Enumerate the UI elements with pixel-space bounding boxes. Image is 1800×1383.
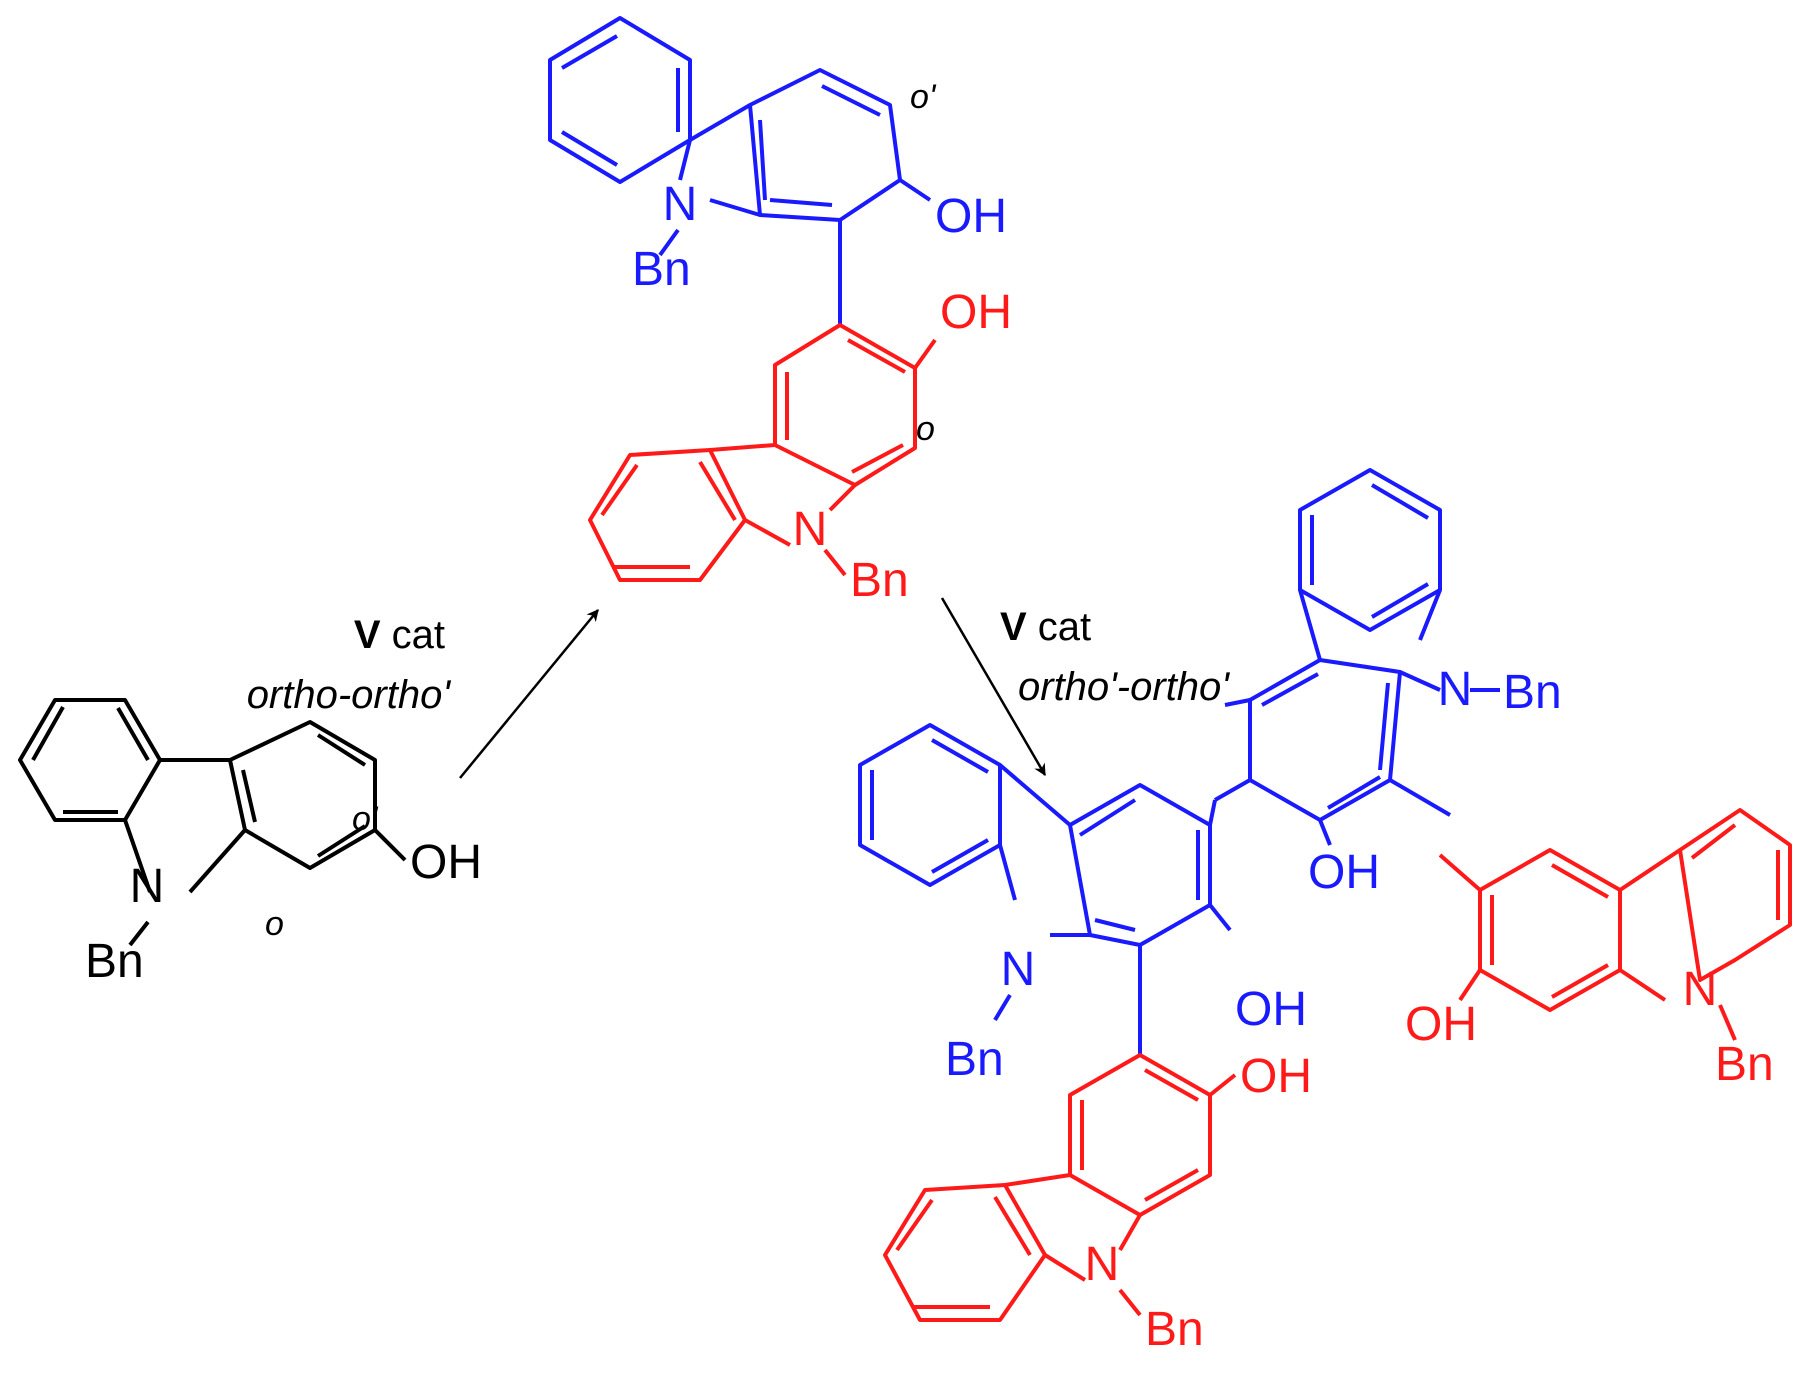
tetramer-top-oh-group: OH [1308,846,1380,899]
tetramer-right-oh-group: OH [1405,998,1477,1051]
start-ortho-prime-label: o' [352,800,379,838]
dimer-blue-bn-group: Bn [632,243,691,296]
tetramer-top-bn-group: Bn [1503,666,1562,719]
tetramer-bottom-red-carbazole [883,1053,1237,1322]
tetramer-right-bn-group: Bn [1715,1038,1774,1091]
tetramer-right-red-carbazole [1438,808,1792,1041]
start-oh-group: OH [410,836,482,889]
starting-carbazolol [18,698,407,947]
dimer-ortho-prime-label: o' [910,78,937,116]
tetramer-left-blue-carbazole [858,723,1232,1055]
start-ortho-label: o [265,905,284,943]
tetramer-bottom-bn-group: Bn [1145,1303,1204,1356]
dimer-blue-carbazole [548,16,932,325]
dimer-ortho-label: o [916,410,935,448]
dimer-blue-n-atom: N [663,178,698,231]
reaction-arrow-2 [940,597,1047,777]
dimer-red-oh-group: OH [940,286,1012,339]
dimer-red-carbazole [588,323,937,582]
tetramer-left-bn-group: Bn [945,1033,1004,1086]
tetramer-bottom-oh-group: OH [1240,1050,1312,1103]
reaction-arrow-1 [459,609,599,779]
arrow-1-selectivity-label: ortho-ortho' [247,673,452,717]
arrow-1-catalyst-label: V cat [354,613,445,657]
tetramer-left-oh-group: OH [1235,983,1307,1036]
tetramer-top-blue-carbazole [1214,468,1500,846]
arrow-2-selectivity-label: ortho'-ortho' [1018,665,1230,709]
tetramer-top-n-atom: N [1438,663,1473,716]
dimer-red-n-atom: N [793,503,828,556]
start-bn-group: Bn [85,935,144,988]
dimer-blue-oh-group: OH [935,190,1007,243]
dimer-red-bn-group: Bn [850,554,909,607]
start-n-atom: N [130,860,165,913]
arrow-2-catalyst-label: V cat [1000,605,1091,649]
tetramer-right-n-atom: N [1683,963,1718,1016]
tetramer-left-n-atom: N [1001,943,1036,996]
tetramer-bottom-n-atom: N [1085,1238,1120,1291]
